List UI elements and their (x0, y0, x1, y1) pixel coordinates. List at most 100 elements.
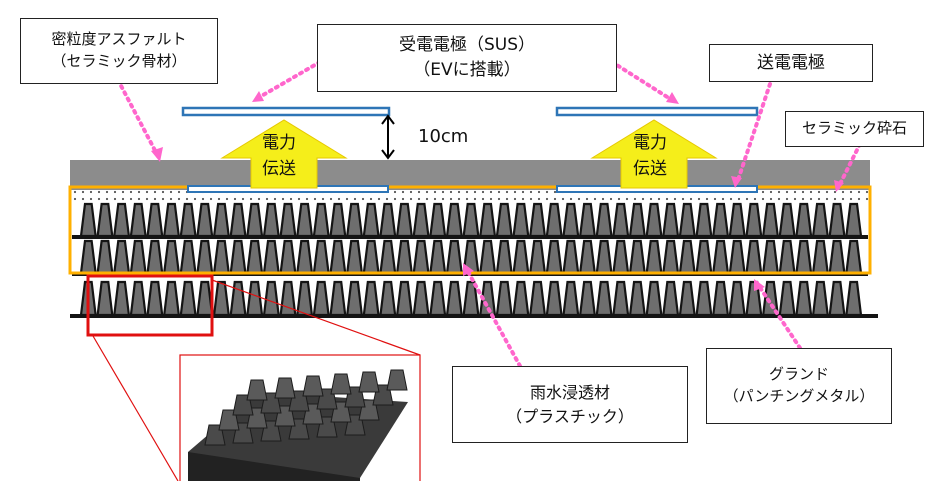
infiltration-cone (680, 241, 695, 273)
infiltration-cone (580, 241, 595, 273)
infiltration-cone (430, 282, 445, 315)
pointer-receiver-left (258, 62, 320, 98)
label-infiltration: 雨水浸透材 （プラスチック） (452, 366, 688, 443)
infiltration-cone (630, 204, 645, 236)
infiltration-cone (131, 282, 146, 315)
photo-cone (275, 378, 295, 398)
infiltration-cone (164, 241, 179, 273)
infiltration-cone (181, 241, 196, 273)
ground-label-line1: グランド (769, 364, 829, 386)
infiltration-cone (430, 204, 445, 236)
photo-cone (303, 376, 323, 396)
infiltration-cone (98, 241, 113, 273)
infiltration-cone (414, 241, 429, 273)
infiltration-cone (331, 241, 346, 273)
infiltration-cone (647, 282, 662, 315)
infiltration-cones (70, 204, 878, 318)
infiltration-cone (231, 204, 246, 236)
infiltration-cone (564, 241, 579, 273)
infiltration-cone (197, 241, 212, 273)
infiltration-cone (713, 204, 728, 236)
infiltration-cone (131, 241, 146, 273)
infiltration-cone (181, 204, 196, 236)
infiltration-cone (564, 204, 579, 236)
infiltration-cone (314, 241, 329, 273)
infiltration-cone (447, 204, 462, 236)
infiltration-cone (813, 241, 828, 273)
infiltration-cone (830, 282, 845, 315)
receiver-electrode-left (183, 108, 389, 115)
infiltration-cone (647, 204, 662, 236)
receiver-label-line1: 受電電極（SUS） (399, 33, 535, 58)
infiltration-cone (564, 282, 579, 315)
infiltration-cone (281, 204, 296, 236)
power-right-line1: 電力 (633, 131, 667, 157)
infiltration-cone (514, 204, 529, 236)
infiltration-cone (430, 241, 445, 273)
infiltration-cone (680, 282, 695, 315)
infiltration-cone (630, 241, 645, 273)
infiltration-cone (796, 241, 811, 273)
infiltration-cone (214, 204, 229, 236)
infiltration-cone (747, 241, 762, 273)
infiltration-cone (630, 282, 645, 315)
infiltration-cone (730, 282, 745, 315)
infiltration-cone (297, 204, 312, 236)
infiltration-cone (148, 241, 163, 273)
infiltration-cone (846, 204, 861, 236)
infiltration-cone (148, 204, 163, 236)
infiltration-cone (214, 282, 229, 315)
infiltration-cone (597, 204, 612, 236)
infiltration-cone (713, 282, 728, 315)
infiltration-cone (447, 241, 462, 273)
infiltration-cone (397, 282, 412, 315)
infiltration-cone (680, 204, 695, 236)
infiltration-cone (414, 282, 429, 315)
infiltration-cone (763, 241, 778, 273)
infiltration-cone (846, 282, 861, 315)
power-right-line2: 伝送 (633, 157, 667, 183)
infiltration-cone (613, 204, 628, 236)
infiltration-cone (347, 241, 362, 273)
infiltration-cone (497, 241, 512, 273)
infiltration-cone (447, 282, 462, 315)
infiltration-cone (464, 204, 479, 236)
label-transmitter: 送電電極 (709, 44, 873, 82)
infiltration-cone (114, 282, 129, 315)
infiltration-cone (247, 241, 262, 273)
infiltration-cone (98, 282, 113, 315)
label-ground: グランド （パンチングメタル） (706, 348, 892, 424)
infiltration-cone (663, 241, 678, 273)
infiltration-cone (597, 241, 612, 273)
power-left-line1: 電力 (262, 131, 296, 157)
infiltration-cone (547, 241, 562, 273)
infiltration-cone (264, 241, 279, 273)
infiltration-base-plate (70, 314, 878, 318)
infiltration-cone (730, 204, 745, 236)
infiltration-cone (364, 241, 379, 273)
infiltration-cone (114, 204, 129, 236)
infiltration-cone (597, 282, 612, 315)
power-left-line2: 伝送 (262, 157, 296, 183)
infiltration-cone (530, 204, 545, 236)
infiltration-cone (713, 241, 728, 273)
infiltration-cone (763, 204, 778, 236)
infiltration-cone (530, 241, 545, 273)
pointer-asphalt (118, 80, 160, 160)
infiltration-cone (181, 282, 196, 315)
infiltration-label-line2: （プラスチック） (506, 405, 634, 428)
infiltration-cone (331, 282, 346, 315)
infiltration-cone (780, 282, 795, 315)
infiltration-cone (697, 241, 712, 273)
photo-cone (359, 372, 379, 392)
infiltration-cone (364, 204, 379, 236)
infiltration-cone (514, 282, 529, 315)
infiltration-cone (214, 241, 229, 273)
transmitter-label: 送電電極 (757, 51, 825, 76)
infiltration-cone (197, 204, 212, 236)
infiltration-cone (380, 204, 395, 236)
infiltration-cone (380, 282, 395, 315)
infiltration-cone (414, 204, 429, 236)
infiltration-cone (780, 241, 795, 273)
infiltration-cone (830, 204, 845, 236)
